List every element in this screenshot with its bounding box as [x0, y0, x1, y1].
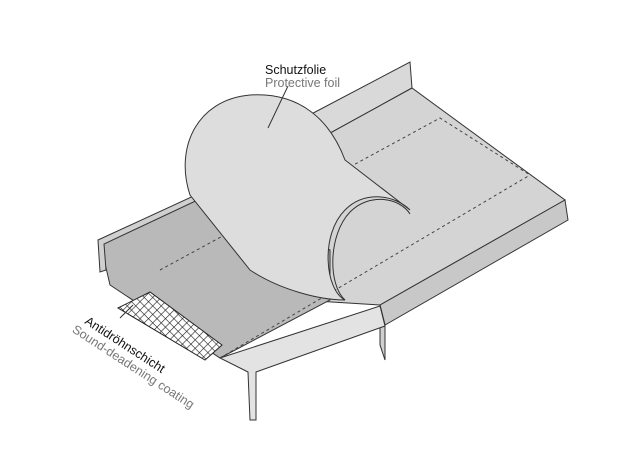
foil-leader-line	[267, 85, 289, 129]
foil-label-german: Schutzfolie	[265, 63, 326, 77]
seam-line-upper	[159, 117, 531, 271]
panel-front-flange	[218, 305, 386, 421]
sound-deadening-mesh	[116, 291, 223, 361]
coating-leader-line	[119, 304, 134, 319]
foil-label-english: Protective foil	[265, 76, 340, 90]
protective-foil-sheet	[184, 94, 411, 301]
protective-foil-curl	[332, 198, 411, 301]
